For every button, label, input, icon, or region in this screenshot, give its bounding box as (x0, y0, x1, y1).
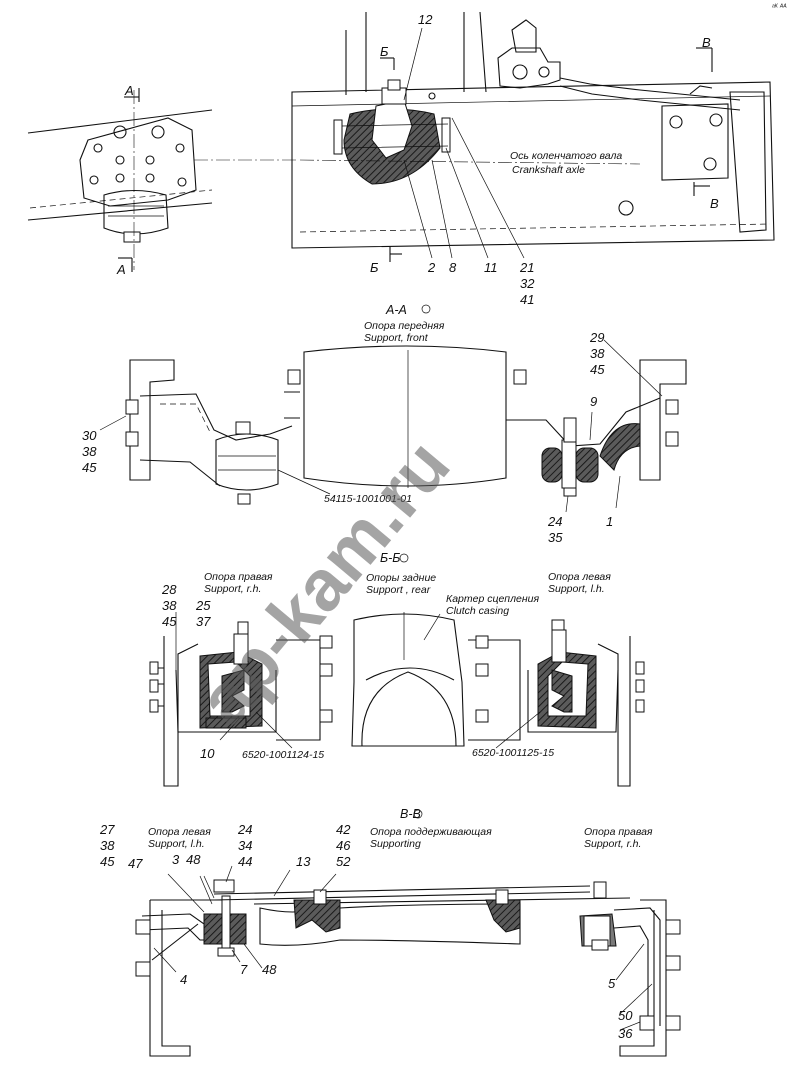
aa-callout-38-left: 38 (82, 444, 97, 459)
vv-callout-45: 45 (100, 854, 115, 869)
section-aa-title: А-А (385, 303, 407, 317)
bb-clutch-casing-ru: Картер сцепления (446, 593, 539, 605)
callout-41: 41 (520, 292, 534, 307)
callout-2: 2 (427, 260, 436, 275)
vv-callout-48-top: 48 (186, 852, 201, 867)
section-vv-drawing (135, 809, 681, 1057)
vv-callout-13: 13 (296, 854, 311, 869)
bb-callout-38: 38 (162, 598, 177, 613)
bb-left-support-en: Support, l.h. (548, 583, 605, 595)
vv-right-support-ru: Опора правая (584, 826, 653, 838)
vv-callout-47: 47 (128, 856, 143, 871)
section-vv-caption-ru: Опора поддерживающая (370, 826, 492, 838)
section-vv-title: В-В (400, 807, 421, 821)
section-mark-a-top: А (124, 83, 134, 98)
vv-callout-38: 38 (100, 838, 115, 853)
section-mark-v-bottom: В (710, 196, 719, 211)
callout-21: 21 (519, 260, 534, 275)
bb-callout-25: 25 (195, 598, 211, 613)
section-bb-title: Б-Б (380, 551, 400, 565)
vv-callout-42: 42 (336, 822, 351, 837)
vv-callout-48-bottom: 48 (262, 962, 277, 977)
section-aa-caption-en: Support, front (364, 332, 429, 344)
aa-callout-29: 29 (589, 330, 604, 345)
callout-32: 32 (520, 276, 535, 291)
vv-left-support-en: Support, l.h. (148, 838, 205, 850)
vv-callout-24: 24 (237, 822, 252, 837)
aa-callout-35: 35 (548, 530, 563, 545)
vv-callout-50: 50 (618, 1008, 633, 1023)
section-mark-a-bottom: А (116, 262, 126, 277)
callout-8: 8 (449, 260, 457, 275)
section-bb-caption-ru: Опоры задние (366, 572, 436, 584)
bb-callout-37: 37 (196, 614, 211, 629)
bb-right-support-ru: Опора правая (204, 571, 273, 583)
aa-callout-45-right: 45 (590, 362, 605, 377)
section-mark-v-top: В (702, 35, 711, 50)
vv-callout-46: 46 (336, 838, 351, 853)
vv-callout-3: 3 (172, 852, 180, 867)
bb-callout-45: 45 (162, 614, 177, 629)
aa-callout-24: 24 (547, 514, 562, 529)
vv-callout-4: 4 (180, 972, 187, 987)
crankshaft-axle-en: Crankshaft axle (512, 164, 585, 176)
aa-callout-45-left: 45 (82, 460, 97, 475)
callout-12: 12 (418, 12, 433, 27)
vv-callout-36: 36 (618, 1026, 633, 1041)
vv-left-support-ru: Опора левая (148, 826, 211, 838)
aa-callout-30: 30 (82, 428, 97, 443)
vv-right-support-en: Support, r.h. (584, 838, 641, 850)
section-vv-caption-en: Supporting (370, 838, 421, 850)
section-bb-drawing (149, 553, 645, 787)
top-view (27, 11, 775, 272)
section-mark-b-bottom: Б (370, 260, 379, 275)
callout-11: 11 (484, 260, 498, 275)
bb-callout-10: 10 (200, 746, 215, 761)
aa-callout-9: 9 (590, 394, 597, 409)
bb-right-support-en: Support, r.h. (204, 583, 261, 595)
vv-callout-44: 44 (238, 854, 252, 869)
vv-callout-27: 27 (99, 822, 115, 837)
section-mark-b-top: Б (380, 44, 389, 59)
section-aa-caption-ru: Опора передняя (364, 320, 445, 332)
vv-callout-7: 7 (240, 962, 248, 977)
section-aa-part-number: 54115-1001001-01 (324, 493, 412, 505)
bb-part-right: 6520-1001124-15 (242, 749, 324, 761)
aa-callout-38-right: 38 (590, 346, 605, 361)
aa-callout-1: 1 (606, 514, 613, 529)
vv-callout-52: 52 (336, 854, 351, 869)
corner-mark: ᵃᴷ ᴬᴬᴬ (772, 3, 787, 11)
bb-left-support-ru: Опора левая (548, 571, 611, 583)
section-bb-caption-en: Support , rear (366, 584, 431, 596)
bb-callout-28: 28 (161, 582, 177, 597)
bb-part-left: 6520-1001125-15 (472, 747, 554, 759)
crankshaft-axle-ru: Ось коленчатого вала (510, 150, 622, 162)
bb-clutch-casing-en: Clutch casing (446, 605, 509, 617)
section-aa-drawing (99, 304, 687, 513)
vv-callout-5: 5 (608, 976, 616, 991)
vv-callout-34: 34 (238, 838, 252, 853)
